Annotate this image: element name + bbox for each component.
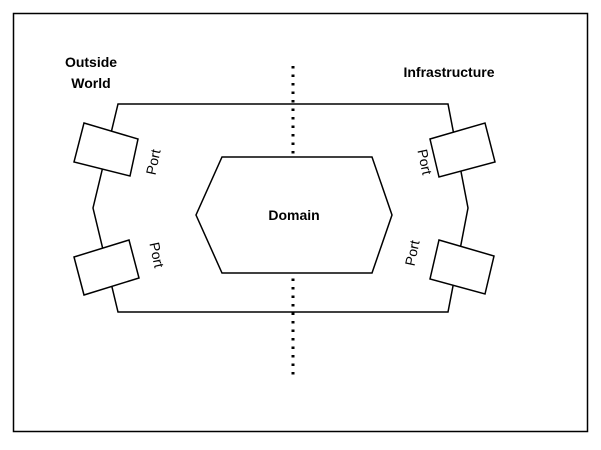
port-label-left-bottom: Port xyxy=(146,241,167,270)
outside-world-label-line1: Outside xyxy=(65,54,117,70)
outside-world-label-line2: World xyxy=(71,75,110,91)
infrastructure-label: Infrastructure xyxy=(403,64,494,80)
port-box-left-bottom xyxy=(73,239,140,296)
domain-hexagon xyxy=(195,156,393,274)
port-label-right-bottom: Port xyxy=(402,239,423,268)
port-box-right-bottom xyxy=(429,239,495,295)
domain-label: Domain xyxy=(268,207,319,223)
port-label-left-top: Port xyxy=(143,148,164,177)
port-box-left-top xyxy=(73,122,139,177)
port-box-right-top xyxy=(429,122,496,178)
port-label-right-top: Port xyxy=(414,148,435,177)
application-boundary xyxy=(92,103,469,313)
outer-frame xyxy=(12,12,589,433)
